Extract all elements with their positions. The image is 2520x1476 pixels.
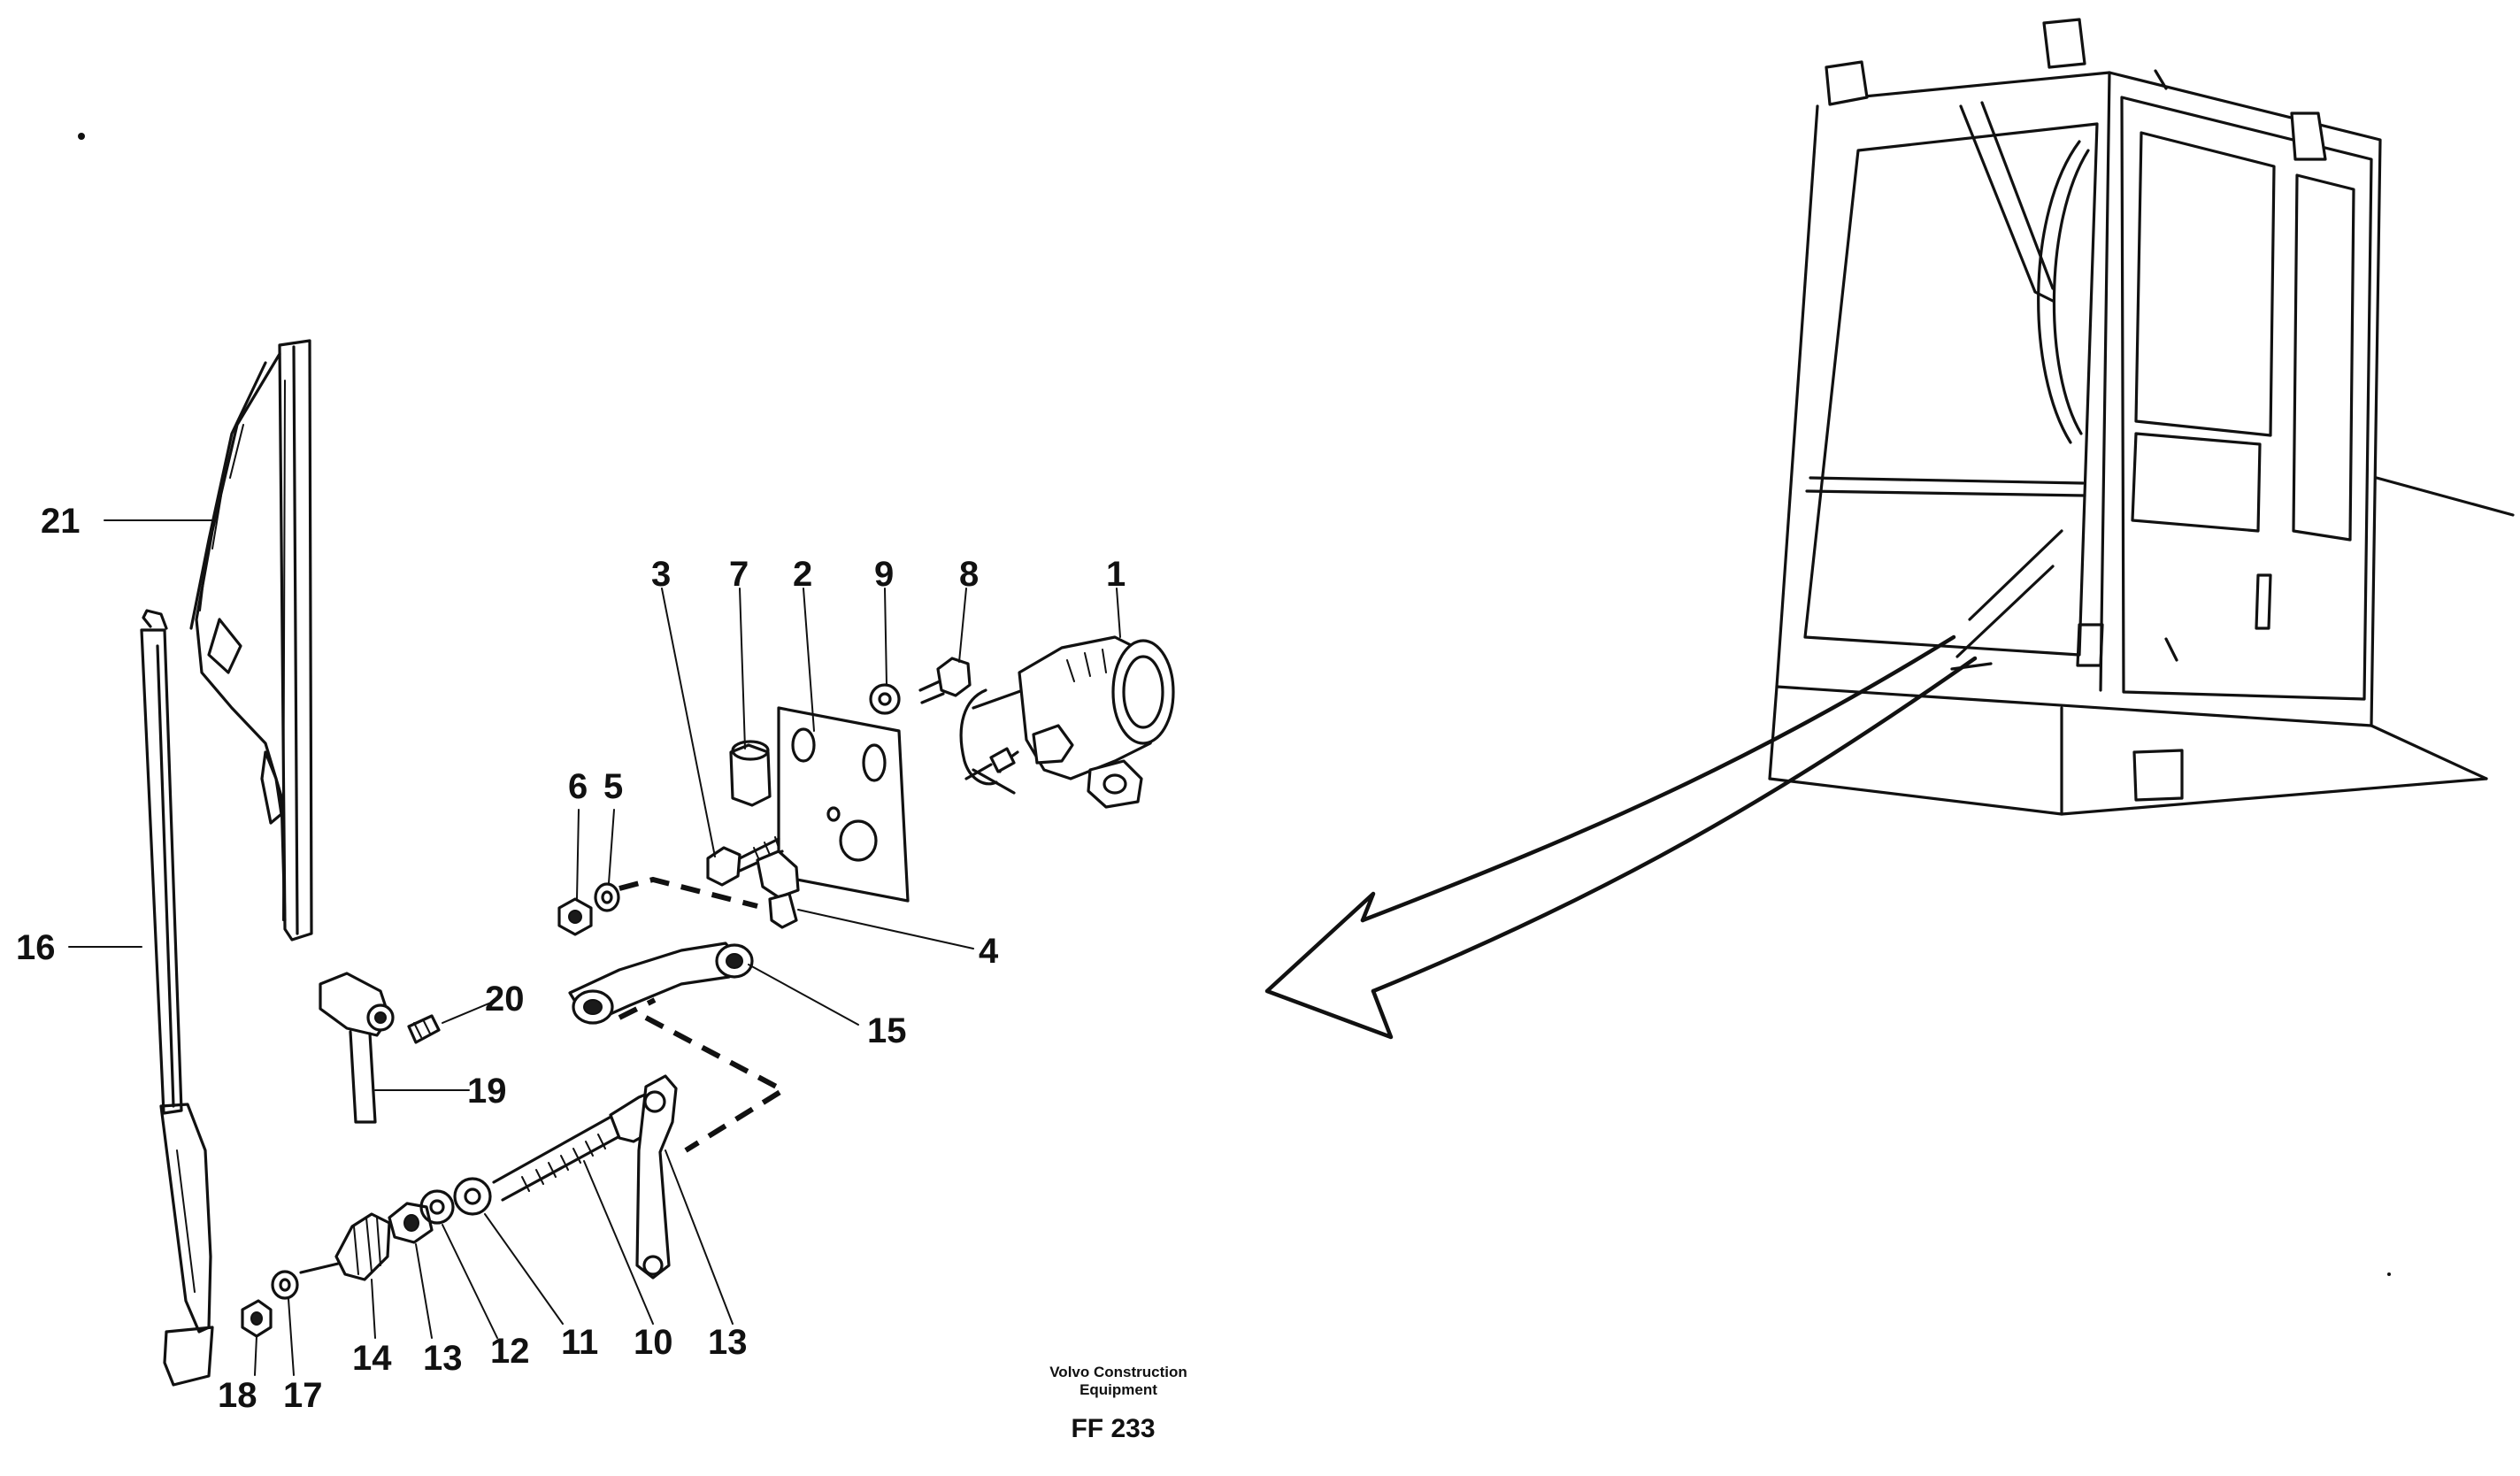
callout-2: 2 xyxy=(793,555,812,594)
caption-company-line1: Volvo Construction xyxy=(1049,1364,1187,1380)
callout-10: 10 xyxy=(634,1323,673,1362)
callout-19: 19 xyxy=(467,1072,507,1111)
nut-13-left xyxy=(388,1202,434,1244)
callout-11: 11 xyxy=(561,1323,598,1362)
callout-15: 15 xyxy=(867,1011,907,1050)
callout-7: 7 xyxy=(729,555,749,594)
callout-16: 16 xyxy=(16,928,56,967)
pointer-arrow xyxy=(1264,634,1978,1040)
wiper-blade xyxy=(189,339,313,942)
link-dash-upper xyxy=(618,997,657,1020)
callout-21: 21 xyxy=(41,502,81,541)
washer-5 xyxy=(594,882,620,912)
callout-14: 14 xyxy=(352,1339,392,1378)
washer-17 xyxy=(271,1270,299,1300)
caption-company-line2: Equipment xyxy=(1079,1381,1157,1398)
mounting-plate-2 xyxy=(777,706,910,903)
callout-13-right: 13 xyxy=(708,1323,748,1362)
figure-caption: Volvo Construction Equipment FF 233 xyxy=(1049,1364,1187,1443)
bolt-3 xyxy=(706,836,784,887)
nut-18 xyxy=(241,1299,273,1338)
callout-18: 18 xyxy=(218,1376,257,1415)
callout-8: 8 xyxy=(959,555,979,594)
cap-14 xyxy=(299,1212,391,1281)
callout-6: 6 xyxy=(568,767,588,806)
scan-speck xyxy=(78,133,85,140)
crank-13-right xyxy=(635,1074,678,1280)
screw-8 xyxy=(918,657,972,704)
washer-12 xyxy=(419,1189,455,1225)
knob-19 xyxy=(319,972,395,1124)
callout-12: 12 xyxy=(490,1332,530,1371)
wiper-arm xyxy=(140,609,214,1387)
machine-cab-illustration xyxy=(1768,18,2515,816)
scan-speck xyxy=(2387,1272,2391,1276)
callout-labels: 21 16 3 7 2 9 8 1 6 5 4 15 20 19 18 17 1… xyxy=(16,502,1126,1415)
screw-20 xyxy=(407,1014,441,1044)
callout-20: 20 xyxy=(485,980,525,1019)
washer-9 xyxy=(869,683,901,715)
wiper-motor-1 xyxy=(959,635,1175,809)
callout-13-left: 13 xyxy=(423,1339,463,1378)
callout-1: 1 xyxy=(1106,555,1126,594)
callout-17: 17 xyxy=(283,1376,323,1415)
washer-11 xyxy=(453,1177,492,1216)
link-rod-15 xyxy=(568,942,754,1025)
link-dash-lower xyxy=(644,1015,789,1153)
spacer-7 xyxy=(729,740,772,807)
link-dash-nut xyxy=(618,876,758,909)
bracket-4 xyxy=(756,849,800,929)
callout-3: 3 xyxy=(651,555,671,594)
callout-9: 9 xyxy=(874,555,894,594)
nut-6 xyxy=(557,897,593,936)
leader-lines xyxy=(68,519,1121,1376)
caption-figure-code: FF 233 xyxy=(1071,1414,1155,1443)
callout-5: 5 xyxy=(603,767,623,806)
callout-4: 4 xyxy=(979,932,999,971)
